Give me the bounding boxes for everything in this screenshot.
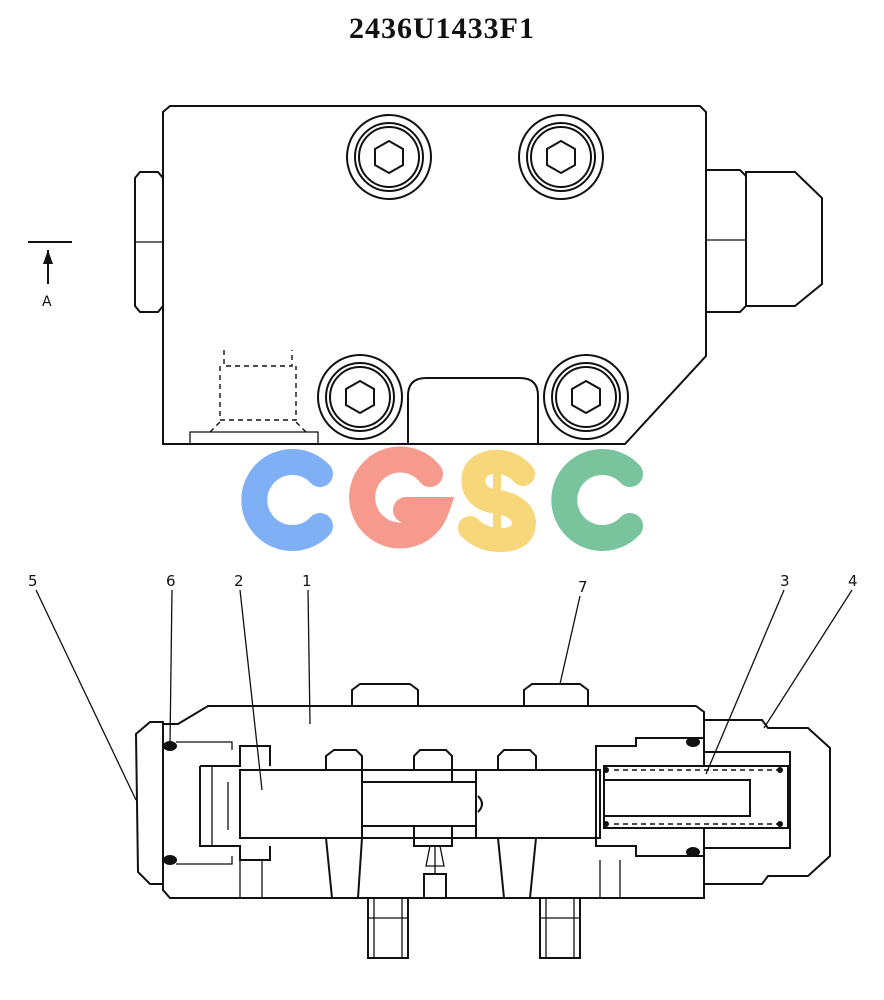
top-view: A — [28, 105, 823, 445]
section-marker-label: A — [42, 294, 52, 310]
watermark-letter-c1 — [241, 449, 333, 551]
callout-2: 2 — [234, 572, 244, 590]
leader-lines — [35, 589, 853, 801]
callout-5: 5 — [28, 572, 38, 590]
cgsc-watermark — [241, 446, 643, 553]
hidden-port — [209, 350, 307, 433]
bolt-bottom-right — [543, 354, 629, 440]
left-end-cap — [134, 721, 164, 885]
spool-shaft — [361, 781, 479, 827]
bottom-stud-right — [539, 897, 581, 959]
section-marker-a: A — [28, 241, 72, 310]
valve-body-top — [162, 105, 707, 445]
spool-right-land — [475, 769, 601, 839]
section-view: 5 6 2 1 7 3 4 — [28, 572, 858, 959]
callout-7: 7 — [578, 578, 588, 596]
part-number-title: 2436U1433F1 — [349, 12, 535, 45]
watermark-letter-c2 — [551, 449, 643, 551]
spring — [603, 765, 789, 829]
top-lug-right — [523, 683, 589, 706]
watermark-letter-g — [349, 446, 455, 549]
spool-left-land — [239, 769, 363, 839]
bottom-stud-left — [367, 897, 409, 959]
callout-3: 3 — [780, 572, 790, 590]
callout-1: 1 — [302, 572, 312, 590]
top-lug-left — [351, 683, 419, 706]
bolt-top-left — [346, 114, 432, 200]
bolt-top-right — [518, 114, 604, 200]
callout-4: 4 — [848, 572, 858, 590]
spring-chamber — [595, 737, 791, 857]
callout-6: 6 — [166, 572, 176, 590]
right-hex-nut — [705, 169, 747, 313]
bolt-bottom-left — [317, 354, 403, 440]
right-end-cap — [745, 171, 823, 307]
